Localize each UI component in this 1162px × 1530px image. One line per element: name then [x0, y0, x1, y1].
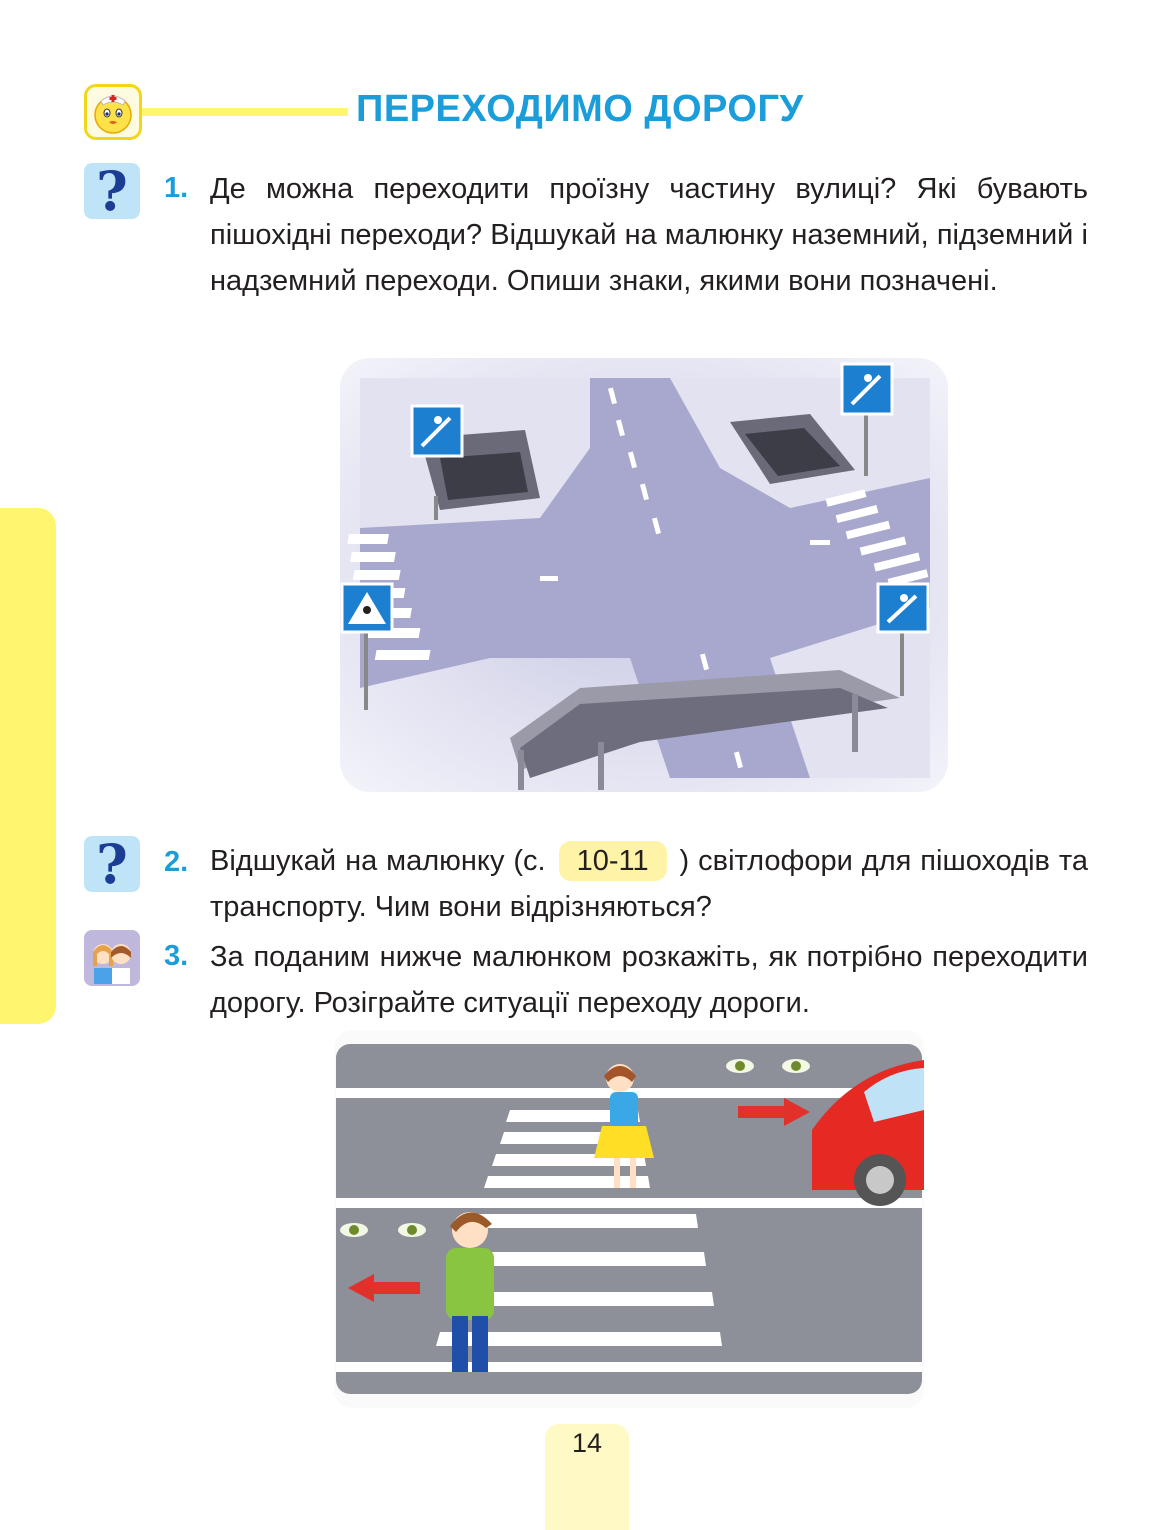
pair-work-icon — [84, 930, 140, 986]
side-tab — [0, 508, 56, 1024]
page-reference: 10-11 — [558, 841, 667, 881]
question-icon: ? — [84, 836, 140, 892]
question-icon: ? — [84, 163, 140, 219]
crosswalk-illustration — [334, 1030, 924, 1408]
page-number-tab — [545, 1424, 629, 1530]
task-2-text-before: Відшукай на малюнку (с. — [210, 845, 546, 877]
task-3-text: За поданим нижче малюнком розкажіть, як … — [210, 941, 1088, 1019]
task-2-text: Відшукай на малюнку (с. 10-11 ) світлофо… — [210, 838, 1088, 930]
header-divider — [142, 108, 348, 116]
task-1-text: Де можна переходити проїзну частину вули… — [210, 173, 1088, 297]
page-number: 14 — [571, 1428, 603, 1458]
intersection-illustration — [340, 358, 948, 792]
page-title: ПЕРЕХОДИМО ДОРОГУ — [356, 88, 804, 130]
task-3-number: 3. — [164, 940, 189, 972]
task-2-number: 2. — [164, 846, 189, 878]
nurse-smiley-icon — [84, 84, 142, 140]
task-1-number: 1. — [164, 172, 189, 204]
task-2-text-after: ) світлофори для пішоходів та транспорту… — [210, 845, 1088, 923]
